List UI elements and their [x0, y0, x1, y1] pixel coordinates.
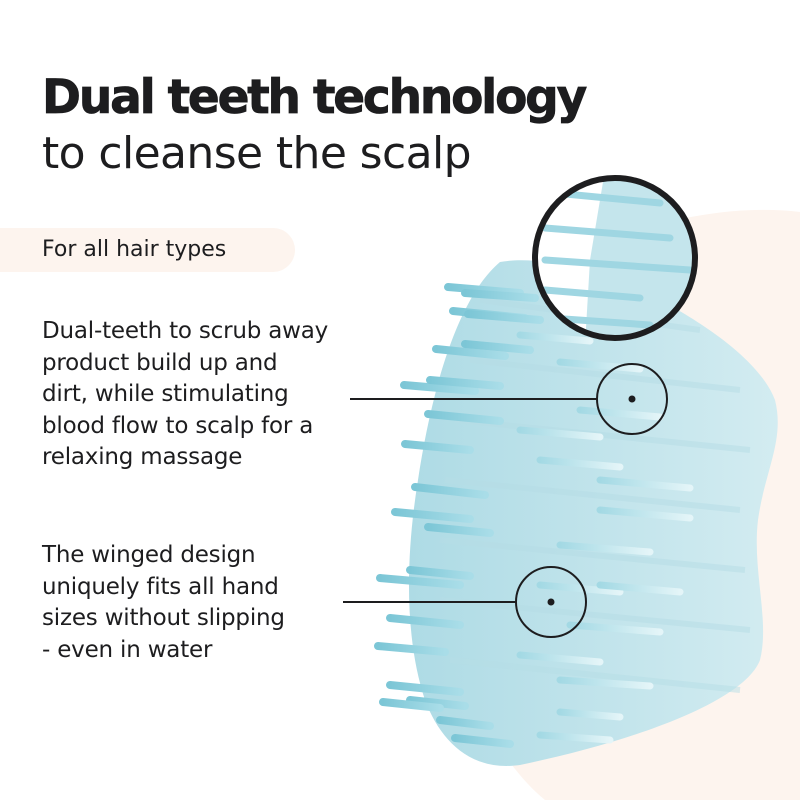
page-title: Dual teeth technology to cleanse the sca…	[42, 70, 588, 182]
headline-subtitle: to cleanse the scalp	[42, 128, 472, 179]
callout-line: dirt, while stimulating	[42, 381, 289, 407]
feature-callout-winged-design: The winged design uniquely fits all hand…	[42, 540, 285, 666]
feature-callout-dual-teeth: Dual-teeth to scrub away product build u…	[42, 316, 328, 474]
hair-type-tag: For all hair types	[0, 228, 295, 272]
callout-line: product build up and	[42, 349, 278, 376]
callout-line: uniquely fits all hand	[42, 573, 279, 600]
callout-line: - even in water	[42, 636, 213, 663]
magnifier-detail-icon	[532, 175, 698, 341]
brush-icon	[374, 260, 778, 766]
hair-type-tag-label: For all hair types	[42, 237, 227, 262]
callout-pointer-1	[350, 363, 668, 435]
callout-line: sizes without slipping	[42, 605, 285, 631]
callout-line: Dual-teeth to scrub away	[42, 318, 329, 344]
callout-line: relaxing massage	[42, 444, 243, 470]
callout-line: The winged design	[42, 542, 256, 568]
callout-pointer-2	[343, 566, 587, 638]
headline-bold: Dual teeth technology	[42, 70, 588, 126]
callout-line: blood flow to scalp for a	[42, 412, 314, 439]
